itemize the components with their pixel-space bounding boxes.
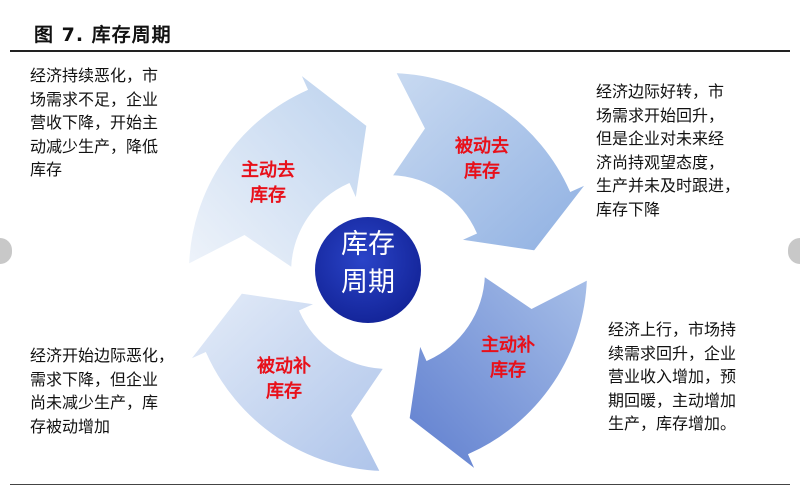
- description-active-restocking: 经济上行，市场持 续需求回升，企业 营业收入增加，预 期回暖，主动增加 生产，库…: [608, 318, 778, 436]
- description-passive-restocking: 经济开始边际恶化， 需求下降，但企业 尚未减少生产，库 存被动增加: [30, 344, 210, 438]
- phase-label-active-restocking: 主动补 库存: [458, 333, 558, 383]
- phase-label-passive-destocking: 被动去 库存: [432, 134, 532, 184]
- center-label: 库存 周期: [311, 226, 425, 302]
- phase-label-passive-restocking: 被动补 库存: [234, 354, 334, 404]
- description-passive-destocking: 经济边际好转，市 场需求开始回升， 但是企业对未来经 济尚持观望态度， 生产并未…: [596, 80, 766, 221]
- description-active-destocking: 经济持续恶化，市 场需求不足，企业 营收下降，开始主 动减少生产，降低 库存: [30, 64, 210, 182]
- phase-label-active-destocking: 主动去 库存: [218, 158, 318, 208]
